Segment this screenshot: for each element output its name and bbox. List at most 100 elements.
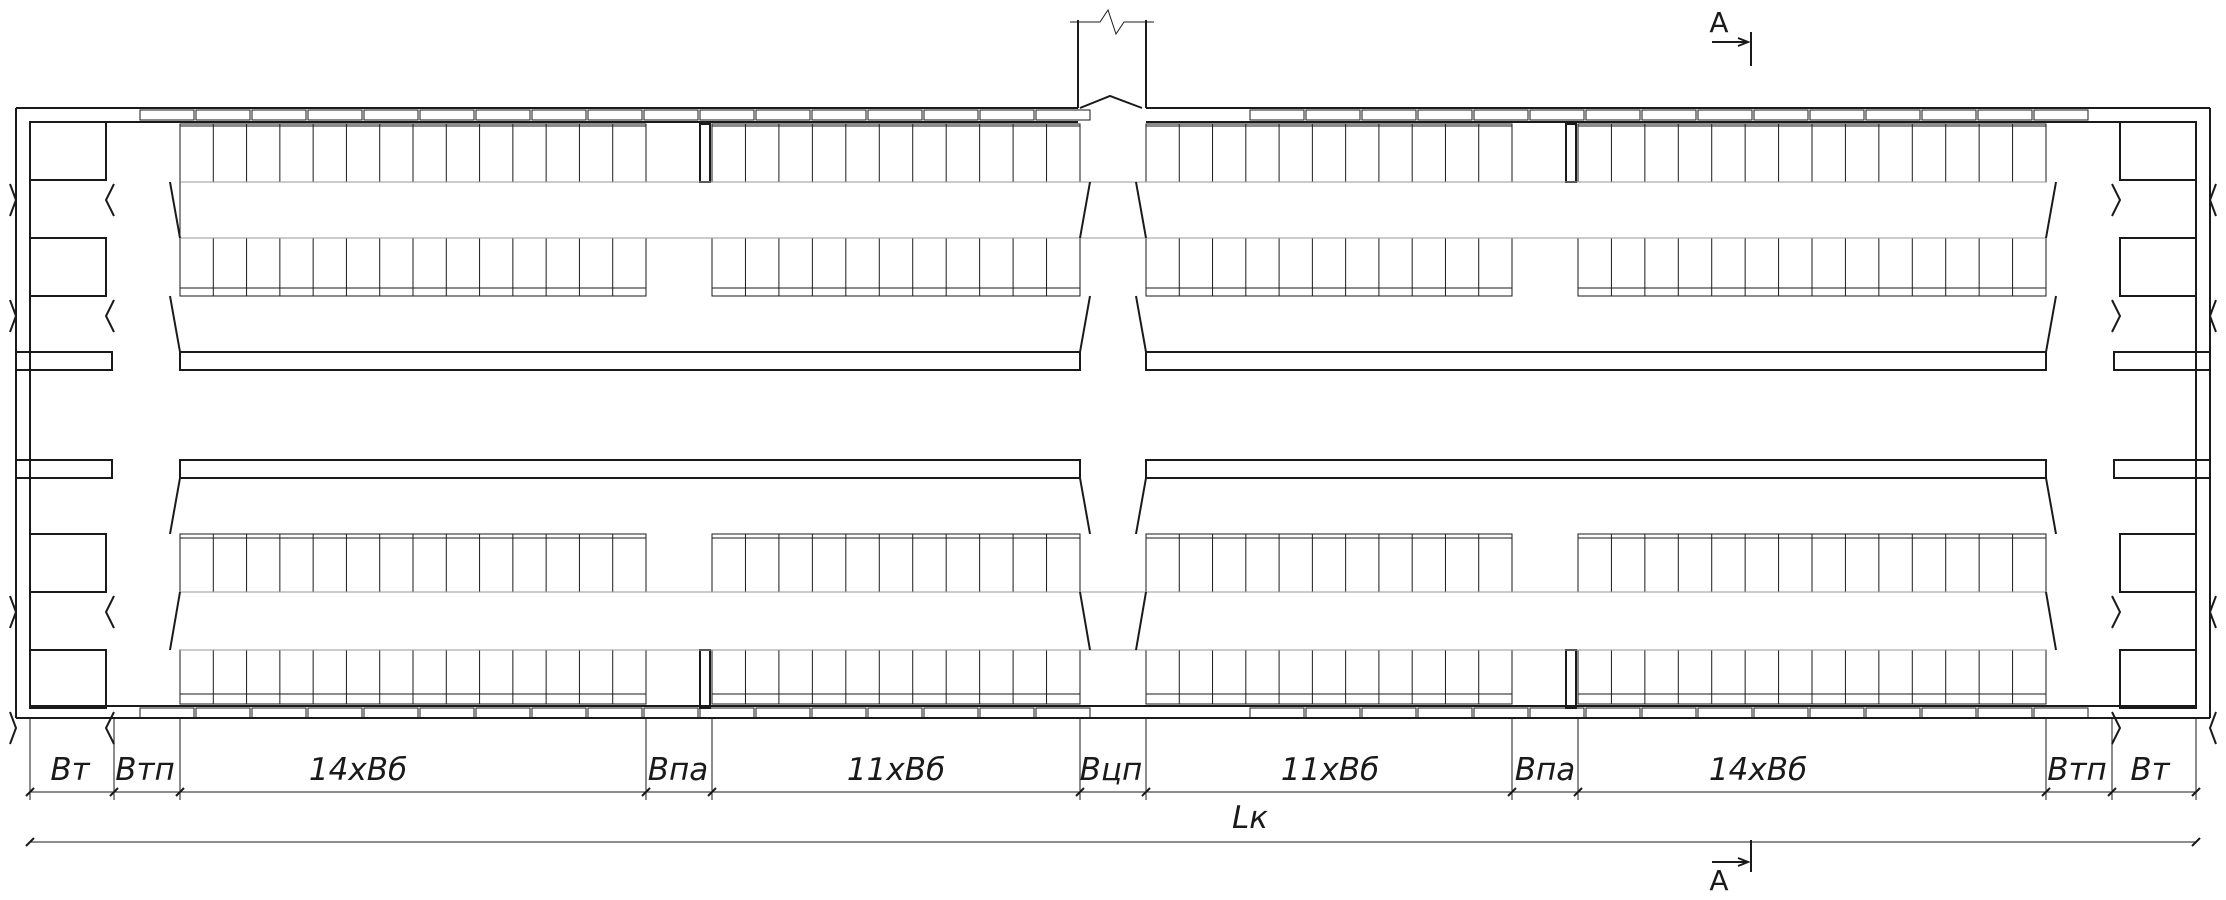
window-bottom <box>307 707 363 719</box>
window-bottom <box>1305 707 1361 719</box>
dimension-tick <box>1075 787 1085 797</box>
break-mark-left <box>9 595 18 629</box>
lane-edge <box>169 295 181 353</box>
lane-edge <box>169 591 181 651</box>
stair-core-right <box>2119 533 2197 593</box>
window-top <box>1305 109 1361 121</box>
window-bottom <box>1697 707 1753 719</box>
stair-core-right <box>2119 121 2197 181</box>
dim-label-btsp: Bцп <box>1080 752 1143 788</box>
column <box>1565 649 1577 709</box>
landing-left-bottom <box>15 459 113 479</box>
dimension-tick <box>2107 787 2117 797</box>
dimension-tick <box>707 787 717 797</box>
break-mark-inner-right <box>2111 299 2122 333</box>
lane-edge <box>1079 295 1091 353</box>
break-mark-right <box>2208 183 2217 217</box>
window-top <box>1865 109 1921 121</box>
dim-label-block-4: 14хBб <box>1709 752 1807 788</box>
window-top <box>1473 109 1529 121</box>
stair-core-left <box>29 237 107 297</box>
stair-cores <box>9 121 2217 745</box>
dimension-lines <box>25 718 2201 847</box>
window-bottom <box>251 707 307 719</box>
section-mark-bottom: A <box>1709 864 1728 897</box>
window-bottom <box>1921 707 1977 719</box>
window-bottom <box>1641 707 1697 719</box>
dim-label-btp-left: Bтп <box>115 752 175 788</box>
column <box>699 649 711 709</box>
dim-label-block-1: 14хBб <box>309 752 407 788</box>
window-bottom <box>811 707 867 719</box>
bay-row <box>1145 649 1513 705</box>
window-top <box>643 109 699 121</box>
lane-edge <box>1079 591 1091 651</box>
window-bottom <box>1585 707 1641 719</box>
lane-edge <box>2045 295 2057 353</box>
dimension-tick <box>109 787 119 797</box>
drive-lanes <box>169 181 2057 651</box>
lane-edge <box>1079 477 1091 535</box>
break-mark-inner-left <box>104 299 115 333</box>
section-arrow-bottom <box>1712 857 1751 867</box>
break-mark-right <box>2208 711 2217 745</box>
break-mark-inner-left <box>104 595 115 629</box>
window-top <box>2033 109 2089 121</box>
ramp-strip-right-top <box>1145 351 2047 371</box>
window-top <box>1697 109 1753 121</box>
window-bottom <box>867 707 923 719</box>
window-bottom <box>419 707 475 719</box>
dim-label-btp-right: Bтп <box>2047 752 2107 788</box>
ramp-strip-right-bottom <box>1145 459 2047 479</box>
dim-label-block-3: 11хBб <box>1281 752 1379 788</box>
window-top <box>1035 109 1091 121</box>
window-top <box>475 109 531 121</box>
dimension-tick <box>1507 787 1517 797</box>
stair-core-right <box>2119 237 2197 297</box>
bay-row <box>711 533 1081 593</box>
bay-row <box>1145 533 1513 593</box>
window-top <box>195 109 251 121</box>
section-mark-top: A <box>1709 6 1728 39</box>
window-bottom <box>979 707 1035 719</box>
window-bottom <box>2033 707 2089 719</box>
lane-edge <box>1079 181 1091 239</box>
lane-edge <box>169 181 181 239</box>
bay-row <box>711 123 1081 183</box>
window-bottom <box>923 707 979 719</box>
lane-edge <box>2045 591 2057 651</box>
window-bottom <box>1865 707 1921 719</box>
stair-core-left <box>29 533 107 593</box>
window-top <box>1753 109 1809 121</box>
window-top <box>139 109 195 121</box>
window-top <box>699 109 755 121</box>
column <box>699 123 711 183</box>
window-bottom <box>755 707 811 719</box>
dim-label-bpa-right: Bпа <box>1515 752 1576 788</box>
window-bottom <box>1249 707 1305 719</box>
window-top <box>1641 109 1697 121</box>
dim-label-bt-right: Bт <box>2130 752 2170 788</box>
landing-right-bottom <box>2113 459 2211 479</box>
window-bottom <box>1473 707 1529 719</box>
window-bottom <box>1529 707 1585 719</box>
building-outline <box>15 8 2211 872</box>
lane-edge <box>2045 477 2057 535</box>
section-arrow-top <box>1712 37 1751 47</box>
window-bottom <box>1753 707 1809 719</box>
break-mark-inner-right <box>2111 711 2122 745</box>
window-top <box>755 109 811 121</box>
window-top <box>1361 109 1417 121</box>
window-top <box>1977 109 2033 121</box>
window-bottom <box>139 707 195 719</box>
window-top <box>867 109 923 121</box>
window-bottom <box>195 707 251 719</box>
landing-right-top <box>2113 351 2211 371</box>
ramp-strip-left-bottom <box>179 459 1081 479</box>
window-top <box>587 109 643 121</box>
dim-label-bt-left: Bт <box>50 752 90 788</box>
dimension-tick <box>25 787 35 797</box>
dimension-tick <box>641 787 651 797</box>
window-bottom <box>531 707 587 719</box>
window-bottom <box>475 707 531 719</box>
